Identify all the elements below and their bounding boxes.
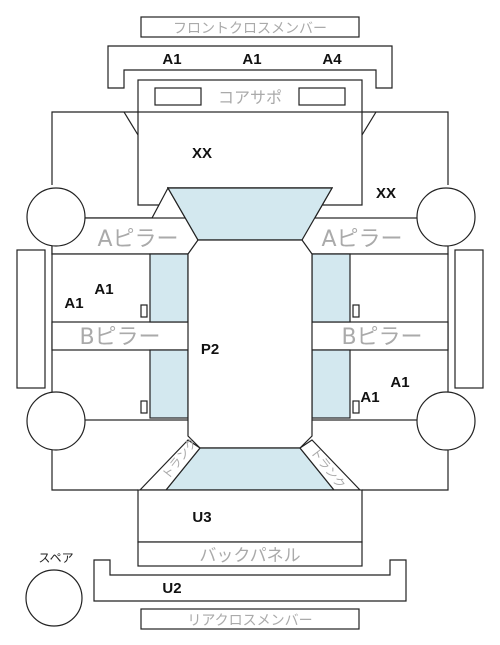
right-side-step: [454, 249, 484, 389]
front-left-wheel: [26, 187, 86, 247]
rear-cross-member-box: [140, 608, 360, 630]
right-front-handle: [352, 304, 360, 318]
headlight-right: [298, 87, 346, 106]
right-rear-door-grade-b: A1: [360, 389, 379, 406]
front-cross-member-box: [140, 16, 360, 38]
roof-grade: P2: [201, 341, 219, 358]
rear-cross-member-label: リアクロスメンバー: [187, 613, 312, 629]
bonnet-grade: XX: [192, 145, 212, 162]
headlight-left: [154, 87, 202, 106]
front-bumper-outline: [107, 45, 393, 89]
front-cross-grade-1: A1: [162, 51, 181, 68]
trunk-lid: [137, 489, 363, 543]
trunk-lid-grade: U3: [192, 509, 211, 526]
b-pillar-right-label: Bピラー: [341, 325, 422, 350]
right-fender-grade: XX: [376, 185, 396, 202]
back-panel-label: バックパネル: [199, 546, 300, 566]
right-fender-diag: [361, 111, 377, 136]
rear-bumper-outline: [93, 559, 407, 602]
front-cross-grade-2: A1: [242, 51, 261, 68]
front-cross-member-label: フロントクロスメンバー: [173, 21, 327, 37]
core-support-label: コアサポ: [218, 88, 282, 107]
left-quarter-outline: [51, 450, 138, 491]
left-side-step: [16, 249, 46, 389]
right-quarter-outline: [362, 450, 449, 491]
spare-label: スペア: [38, 551, 73, 565]
front-right-wheel: [416, 187, 476, 247]
left-front-door-grade-b: A1: [64, 295, 83, 312]
left-fender-diag: [123, 111, 139, 136]
right-rear-handle: [352, 400, 360, 414]
left-front-door-grade-a: A1: [94, 281, 113, 298]
b-pillar-left-box: [51, 321, 191, 351]
right-front-window: [311, 253, 351, 323]
left-rear-window: [149, 349, 189, 419]
left-front-handle: [140, 304, 148, 318]
spare-tire: [25, 569, 83, 627]
right-rear-window: [311, 349, 351, 419]
rear-bumper-grade: U2: [162, 580, 181, 597]
b-pillar-left-label: Bピラー: [79, 325, 160, 350]
left-fender-top: [51, 111, 138, 185]
front-cross-grade-3: A4: [322, 51, 342, 68]
a-pillar-left-label: Aピラー: [97, 227, 178, 252]
left-rear-handle: [140, 400, 148, 414]
rear-left-wheel: [26, 391, 86, 451]
left-front-window: [149, 253, 189, 323]
right-rear-door-grade-a: A1: [390, 374, 409, 391]
back-panel-box: [137, 541, 363, 567]
right-fender-top: [362, 111, 449, 185]
rear-right-wheel: [416, 391, 476, 451]
a-pillar-right-label: Aピラー: [321, 227, 402, 252]
